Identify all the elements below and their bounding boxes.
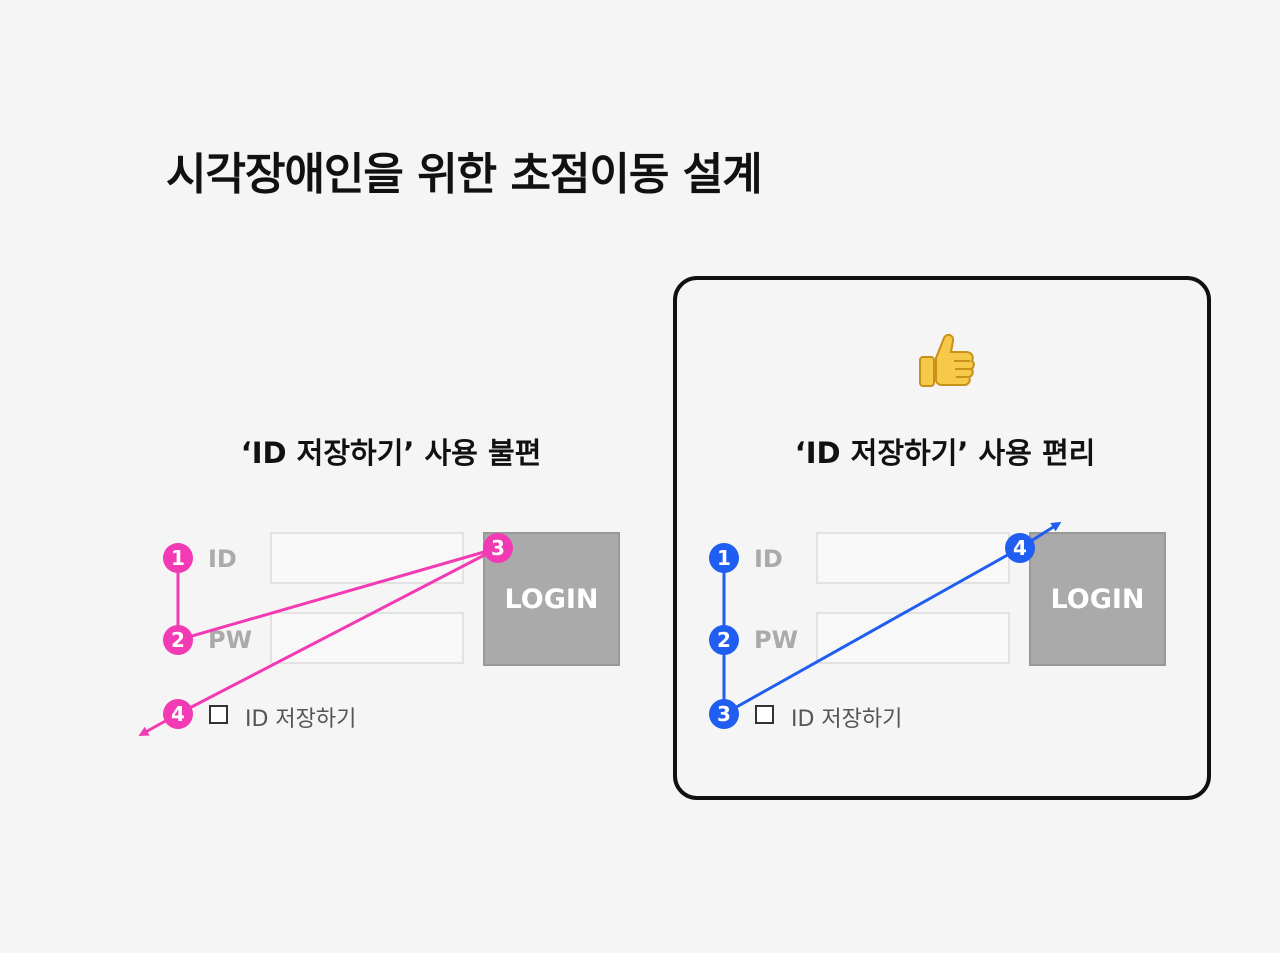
recommended-panel-frame bbox=[673, 276, 1211, 800]
pw-label: PW bbox=[754, 626, 799, 654]
good-focus-steps: 1 2 3 4 bbox=[709, 533, 1035, 729]
svg-text:1: 1 bbox=[171, 546, 185, 570]
good-panel-caption: ‘ID 저장하기’ 사용 편리 bbox=[794, 436, 1096, 470]
id-label: ID bbox=[208, 545, 237, 573]
thumbs-up-icon bbox=[919, 333, 975, 387]
svg-text:2: 2 bbox=[717, 628, 731, 652]
focus-connector-3-4 bbox=[177, 546, 499, 716]
id-input[interactable] bbox=[816, 532, 1010, 584]
bad-panel-caption: ‘ID 저장하기’ 사용 불편 bbox=[240, 436, 542, 470]
svg-text:3: 3 bbox=[717, 702, 731, 726]
save-id-label: ID 저장하기 bbox=[245, 707, 357, 732]
focus-step-marker: 4 bbox=[1005, 533, 1035, 563]
pw-input[interactable] bbox=[270, 612, 464, 664]
svg-text:1: 1 bbox=[717, 546, 731, 570]
svg-text:4: 4 bbox=[1013, 536, 1027, 560]
save-id-checkbox[interactable] bbox=[755, 705, 774, 724]
focus-step-marker: 2 bbox=[163, 625, 193, 655]
login-button[interactable]: LOGIN bbox=[1029, 532, 1166, 666]
focus-step-marker: 1 bbox=[709, 543, 739, 573]
svg-text:2: 2 bbox=[171, 628, 185, 652]
svg-text:3: 3 bbox=[491, 536, 505, 560]
id-label: ID bbox=[754, 545, 783, 573]
pw-input[interactable] bbox=[816, 612, 1010, 664]
id-input[interactable] bbox=[270, 532, 464, 584]
page-title: 시각장애인을 위한 초점이동 설계 bbox=[166, 149, 763, 200]
focus-step-marker: 3 bbox=[709, 699, 739, 729]
focus-step-marker: 1 bbox=[163, 543, 193, 573]
save-id-checkbox[interactable] bbox=[209, 705, 228, 724]
bad-focus-steps: 1 2 3 4 bbox=[163, 533, 513, 729]
focus-connector-3-4 bbox=[723, 546, 1021, 716]
focus-step-marker: 3 bbox=[483, 533, 513, 563]
focus-step-marker: 2 bbox=[709, 625, 739, 655]
focus-connector-2-3 bbox=[177, 546, 499, 642]
save-id-label: ID 저장하기 bbox=[791, 707, 903, 732]
bad-focus-path bbox=[138, 546, 499, 736]
focus-step-marker: 4 bbox=[163, 699, 193, 729]
svg-text:4: 4 bbox=[171, 702, 185, 726]
